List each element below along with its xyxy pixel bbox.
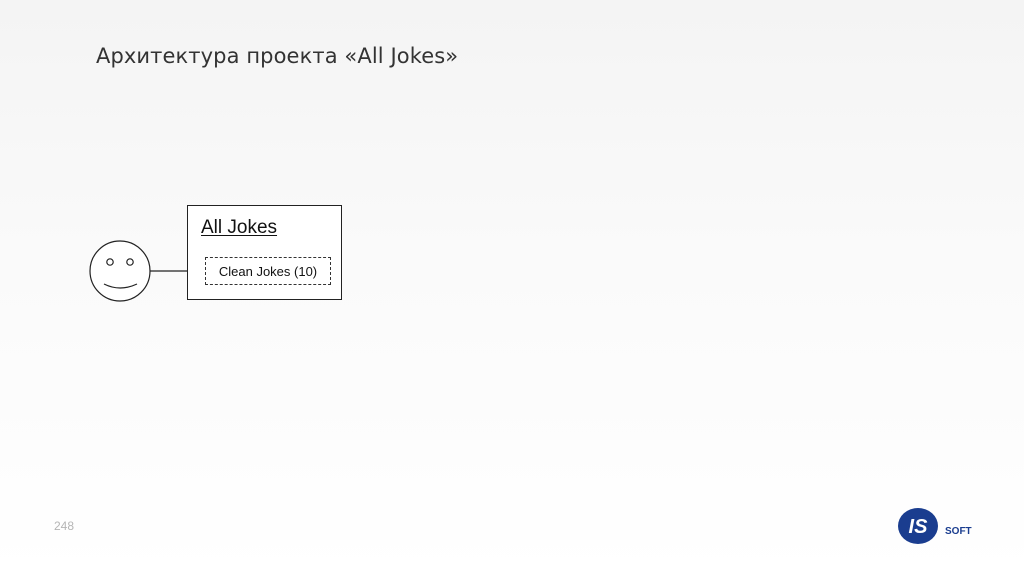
- system-box-all-jokes: All Jokes Clean Jokes (10): [187, 205, 342, 300]
- page-number: 248: [54, 519, 75, 533]
- svg-text:SOFT: SOFT: [945, 526, 972, 537]
- component-label: Clean Jokes (10): [218, 263, 318, 279]
- smiley-face-icon: [89, 240, 151, 302]
- svg-text:IS: IS: [909, 516, 929, 538]
- system-title: All Jokes: [201, 217, 278, 238]
- slide-title: Архитектура проекта «All Jokes»: [96, 44, 459, 68]
- component-clean-jokes: Clean Jokes (10): [205, 257, 331, 285]
- is-soft-logo: IS SOFT: [898, 506, 978, 546]
